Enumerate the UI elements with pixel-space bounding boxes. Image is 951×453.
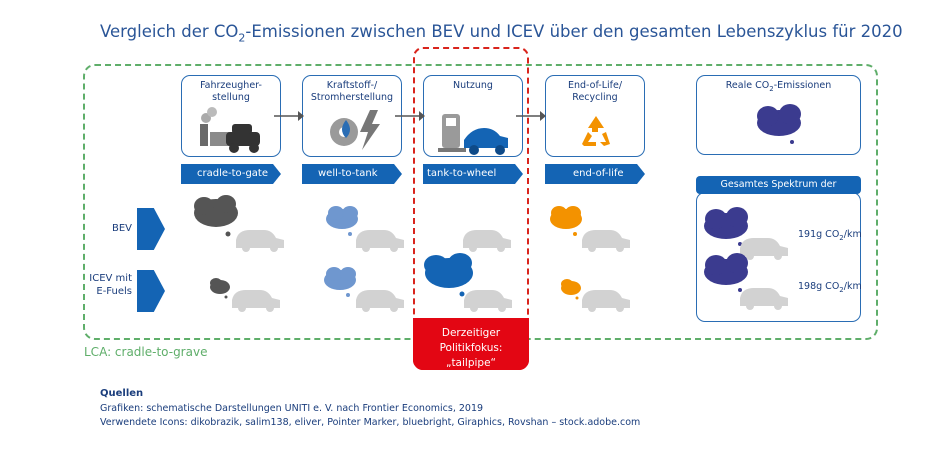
car-icon (236, 230, 284, 252)
cloud-icev-eol (561, 279, 581, 300)
sources-heading: Quellen (100, 388, 144, 399)
tag-end-of-life: end-of-life (545, 164, 645, 184)
lca-label: LCA: cradle-to-grave (84, 345, 208, 359)
cloud-bev-eol (550, 206, 582, 236)
page-title: Vergleich der CO2-Emissionen zwischen BE… (100, 22, 903, 45)
recycling-icon (582, 116, 610, 146)
policy-focus-line2: „tailpipe“ (446, 357, 496, 369)
cloud-bev-fuel (326, 206, 358, 236)
stage-label-production: Fahrzeugher-stellung (200, 80, 262, 103)
factory-car-icon (200, 107, 260, 153)
cloud-real-emissions (757, 104, 801, 144)
cloud-spectrum-2 (704, 253, 748, 292)
sources-line2: Verwendete Icons: dikobrazik, salim138, … (100, 417, 641, 428)
cloud-icev-usage (424, 253, 473, 297)
fuel-gear-lightning-icon (330, 110, 380, 150)
row-label-bev: BEV (111, 223, 132, 234)
spectrum-tag: Gesamtes Spektrum der Emissionen (696, 176, 861, 208)
policy-focus-box: Derzeitiger Politikfokus: „tailpipe“ (413, 318, 529, 370)
real-emissions-box (696, 75, 861, 155)
flow-arrow-2 (395, 111, 425, 121)
stage-label-usage: Nutzung (453, 80, 493, 91)
fuel-pump-car-icon (438, 114, 508, 155)
stage-label-fuel: Kraftstoff-/Stromherstellung (310, 80, 394, 103)
cloud-icev-production (210, 278, 230, 299)
flow-arrow-1 (274, 111, 304, 121)
tag-tank-to-wheel: tank-to-wheel (TtW) (423, 164, 523, 184)
tag-well-to-tank: well-to-tank (WtT) (302, 164, 402, 184)
cloud-spectrum-1 (704, 207, 748, 246)
spectrum-value-1: 191g CO2/km (798, 229, 862, 242)
spectrum-value-2: 198g CO2/km (798, 281, 862, 294)
stage-label-end-of-life: End-of-Life/Recycling (567, 80, 623, 103)
policy-focus-line1: Derzeitiger Politikfokus: (439, 327, 503, 354)
cloud-bev-production (194, 195, 238, 237)
sources-line1: Grafiken: schematische Darstellungen UNI… (100, 403, 484, 414)
flow-arrow-3 (516, 111, 546, 121)
real-emissions-label: Reale CO2-Emissionen (725, 80, 832, 93)
tag-cradle-to-gate: cradle-to-gate (181, 164, 281, 184)
cloud-icev-fuel (324, 267, 356, 297)
